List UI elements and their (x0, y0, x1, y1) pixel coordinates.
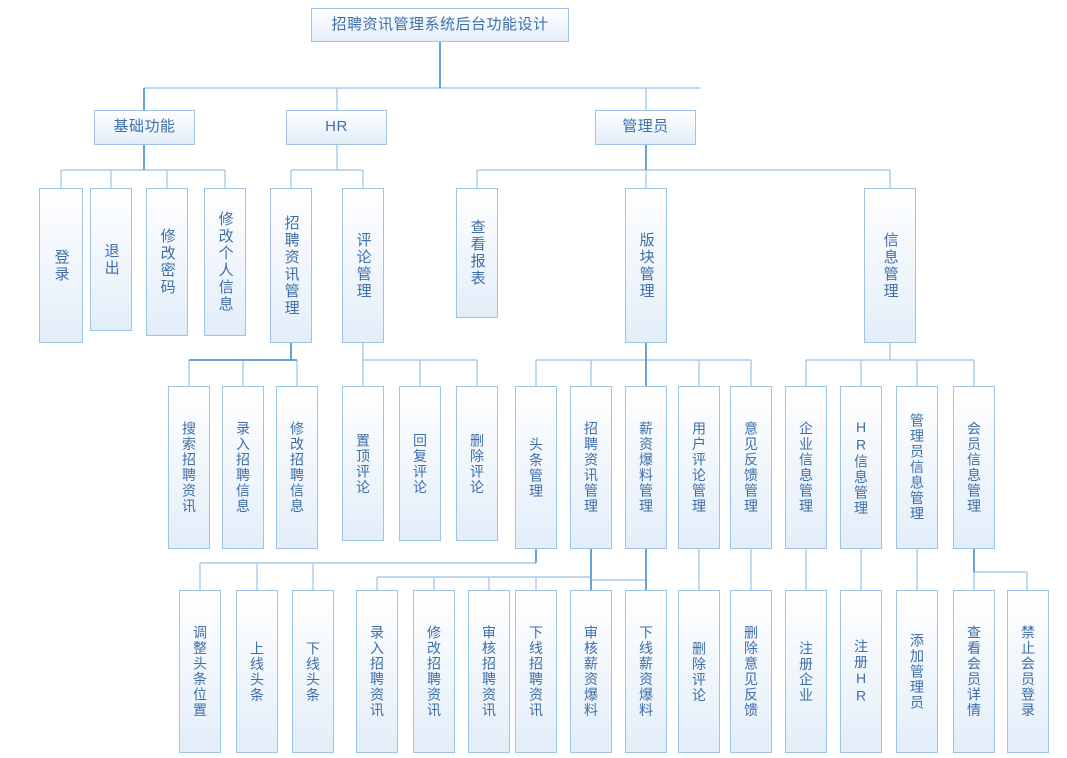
node-label: 招聘资讯管理 (583, 421, 600, 514)
node-hr-comment-management[interactable]: 评论管理 (342, 188, 384, 343)
node-job-news-management[interactable]: 招聘资讯管理 (570, 386, 612, 549)
node-hr[interactable]: HR (286, 110, 387, 145)
node-label: 注册企业 (798, 640, 815, 703)
node-label: 登录 (52, 248, 70, 283)
node-edit-job-info[interactable]: 修改招聘信息 (276, 386, 318, 549)
node-audit-salary-leak[interactable]: 审核薪资爆料 (570, 590, 612, 753)
node-view-member-detail[interactable]: 查看会员详情 (953, 590, 995, 753)
node-admin-info-management[interactable]: 管理员信息管理 (896, 386, 938, 549)
node-info-management[interactable]: 信息管理 (864, 188, 916, 343)
node-label: 企业信息管理 (798, 421, 815, 514)
node-label: 修改密码 (158, 228, 176, 296)
node-label: 下线招聘资讯 (528, 625, 545, 718)
node-unpublish-headline[interactable]: 下线头条 (292, 590, 334, 753)
node-label: 录入招聘信息 (235, 421, 252, 514)
node-label: 评论管理 (354, 231, 372, 300)
node-label: 招聘资讯管理 (282, 214, 300, 317)
node-label: 注册HR (853, 638, 870, 705)
node-label: 管理员信息管理 (909, 413, 926, 522)
node-label: 审核薪资爆料 (583, 625, 600, 718)
node-add-job-info[interactable]: 录入招聘信息 (222, 386, 264, 549)
node-label: 录入招聘资讯 (369, 625, 386, 718)
node-ban-member-login[interactable]: 禁止会员登录 (1007, 590, 1049, 753)
node-label: 基础功能 (113, 118, 176, 136)
node-label: 下线薪资爆料 (638, 625, 655, 718)
node-adjust-headline-position[interactable]: 调整头条位置 (179, 590, 221, 753)
node-label: 会员信息管理 (966, 421, 983, 514)
node-label: 审核招聘资讯 (481, 625, 498, 718)
node-hr-info-management[interactable]: HR信息管理 (840, 386, 882, 549)
node-change-profile[interactable]: 修改个人信息 (204, 188, 246, 336)
node-add-job-news[interactable]: 录入招聘资讯 (356, 590, 398, 753)
node-label: 置顶评论 (355, 432, 372, 495)
node-administrator[interactable]: 管理员 (595, 110, 696, 145)
node-label: 信息管理 (881, 231, 899, 300)
node-label: 修改个人信息 (216, 211, 234, 313)
node-login[interactable]: 登录 (39, 188, 83, 343)
node-label: 删除评论 (691, 640, 708, 703)
node-label: 下线头条 (305, 640, 322, 703)
node-publish-headline[interactable]: 上线头条 (236, 590, 278, 753)
node-company-info-management[interactable]: 企业信息管理 (785, 386, 827, 549)
node-change-password[interactable]: 修改密码 (146, 188, 188, 336)
node-label: 用户评论管理 (691, 421, 708, 514)
node-member-info-management[interactable]: 会员信息管理 (953, 386, 995, 549)
node-register-hr[interactable]: 注册HR (840, 590, 882, 753)
node-label: 调整头条位置 (192, 625, 209, 718)
node-root[interactable]: 招聘资讯管理系统后台功能设计 (311, 8, 569, 42)
node-label: 查看报表 (468, 219, 486, 287)
node-label: 查看会员详情 (966, 625, 983, 718)
node-hr-job-management[interactable]: 招聘资讯管理 (270, 188, 312, 343)
node-register-company[interactable]: 注册企业 (785, 590, 827, 753)
node-feedback-management[interactable]: 意见反馈管理 (730, 386, 772, 549)
node-label: 删除评论 (469, 432, 486, 495)
node-view-report[interactable]: 查看报表 (456, 188, 498, 318)
node-delete-comment-admin[interactable]: 删除评论 (678, 590, 720, 753)
node-label: 退出 (102, 242, 120, 277)
node-unpublish-job-news[interactable]: 下线招聘资讯 (515, 590, 557, 753)
node-pin-comment[interactable]: 置顶评论 (342, 386, 384, 541)
node-headline-management[interactable]: 头条管理 (515, 386, 557, 549)
node-basic-functions[interactable]: 基础功能 (94, 110, 195, 145)
node-delete-comment-hr[interactable]: 删除评论 (456, 386, 498, 541)
node-label: HR (325, 118, 348, 136)
node-label: 添加管理员 (909, 632, 926, 711)
node-label: 禁止会员登录 (1020, 625, 1037, 718)
node-delete-feedback[interactable]: 删除意见反馈 (730, 590, 772, 753)
node-label: HR信息管理 (853, 419, 870, 516)
node-edit-job-news[interactable]: 修改招聘资讯 (413, 590, 455, 753)
node-label: 回复评论 (412, 432, 429, 495)
node-logout[interactable]: 退出 (90, 188, 132, 331)
node-unpublish-salary-leak[interactable]: 下线薪资爆料 (625, 590, 667, 753)
node-label: 头条管理 (528, 436, 545, 499)
node-label: 薪资爆料管理 (638, 421, 655, 514)
node-label: 修改招聘资讯 (426, 625, 443, 718)
node-label: 版块管理 (637, 231, 655, 300)
node-audit-job-news[interactable]: 审核招聘资讯 (468, 590, 510, 753)
node-salary-leak-management[interactable]: 薪资爆料管理 (625, 386, 667, 549)
node-label: 搜索招聘资讯 (181, 421, 198, 514)
node-label: 修改招聘信息 (289, 421, 306, 514)
node-search-job-news[interactable]: 搜索招聘资讯 (168, 386, 210, 549)
node-add-administrator[interactable]: 添加管理员 (896, 590, 938, 753)
node-label: 上线头条 (249, 640, 266, 703)
node-reply-comment[interactable]: 回复评论 (399, 386, 441, 541)
node-label: 删除意见反馈 (743, 625, 760, 718)
node-board-management[interactable]: 版块管理 (625, 188, 667, 343)
node-label: 管理员 (622, 118, 669, 136)
node-user-comment-management[interactable]: 用户评论管理 (678, 386, 720, 549)
node-root-label: 招聘资讯管理系统后台功能设计 (331, 15, 549, 33)
node-label: 意见反馈管理 (743, 421, 760, 514)
